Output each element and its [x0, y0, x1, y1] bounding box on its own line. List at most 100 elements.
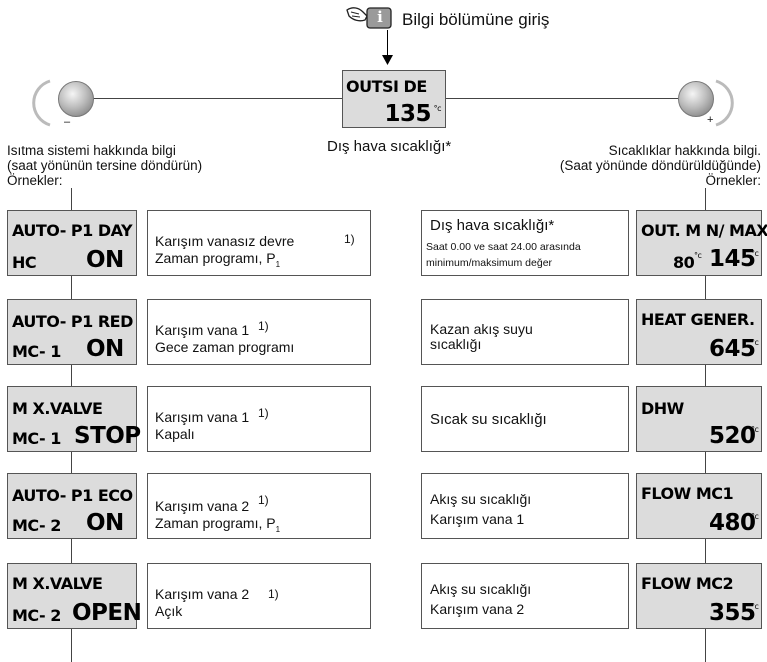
- display-value: 480: [709, 510, 756, 536]
- display-state: OPEN: [72, 600, 142, 626]
- left-knob-rotation-arc-icon: [30, 75, 86, 136]
- right-rotary-knob-icon[interactable]: [678, 81, 714, 117]
- display-min-unit: °c: [694, 251, 702, 260]
- right-desc-line: Sıcaklıklar hakkında bilgi.: [608, 143, 761, 158]
- temp-display-dhw: DHW 520 °c: [636, 386, 762, 452]
- right-desc-line: (Saat yönünde döndürüldüğünde): [559, 158, 761, 173]
- right-knob-rotation-arc-icon: [680, 75, 736, 136]
- display-circuit: HC: [12, 253, 37, 272]
- arrow-shaft: [387, 30, 388, 56]
- desc-line2: sıcaklığı: [430, 336, 482, 352]
- desc-line1: Sıcak su sıcaklığı: [430, 411, 547, 428]
- display-title: FLOW MC1: [641, 484, 734, 503]
- display-circuit: MC- 2: [12, 606, 61, 625]
- left-knob-sign: –: [64, 116, 71, 128]
- left-desc-line: Isıtma sistemi hakkında bilgi: [7, 143, 176, 158]
- desc-line2: Gece zaman programı: [155, 339, 295, 355]
- temp-description-flow-mc2: Akış su sıcaklığı Karışım vana 2: [421, 563, 629, 629]
- display-value: 355: [709, 600, 756, 626]
- desc-line2: Karışım vana 1: [430, 511, 525, 527]
- desc-line1: Dış hava sıcaklığı*: [430, 217, 555, 234]
- desc-line2: Saat 0.00 ve saat 24.00 arasında: [426, 241, 581, 253]
- display-line1: AUTO- P1 DAY: [12, 221, 133, 240]
- display-min-value: 80: [673, 253, 695, 272]
- display-state: ON: [86, 247, 124, 273]
- desc-line1: Karışım vana 1: [155, 409, 250, 425]
- mode-description-mc2-program: 1) Karışım vana 2 Zaman programı, P1: [147, 473, 371, 539]
- temp-display-heat-generator: HEAT GENER. 645 °c: [636, 299, 762, 365]
- display-unit: °c: [751, 249, 759, 258]
- mode-description-mc1-closed: 1) Karışım vana 1 Kapalı: [147, 386, 371, 452]
- info-entry-label: Bilgi bölümüne giriş: [402, 10, 550, 29]
- display-unit: °c: [751, 602, 759, 611]
- display-line1: M X.VALVE: [12, 399, 103, 418]
- right-knob-sign: +: [707, 114, 714, 126]
- display-title: FLOW MC2: [641, 574, 734, 593]
- display-value: 145: [709, 246, 756, 272]
- temp-display-flow-mc2: FLOW MC2 355 °c: [636, 563, 762, 629]
- footnote-ref: 1): [258, 406, 269, 420]
- display-circuit: MC- 1: [12, 429, 61, 448]
- footnote-ref: 1): [344, 232, 355, 246]
- display-line1: M X.VALVE: [12, 574, 103, 593]
- display-state: ON: [86, 336, 124, 362]
- temp-description-flow-mc1: Akış su sıcaklığı Karışım vana 1: [421, 473, 629, 539]
- info-key-hand-icon: [345, 2, 395, 36]
- desc-line2: Zaman programı, P1: [155, 250, 281, 269]
- display-state: STOP: [74, 423, 141, 449]
- desc-line3: minimum/maksimum değer: [426, 257, 553, 269]
- temp-display-outside-minmax: OUT. M N/ MAX 80 °c 145 °c: [636, 210, 767, 276]
- desc-line2: Karışım vana 2: [430, 601, 525, 617]
- mode-display-mc2-eco: AUTO- P1 ECO MC- 2 ON: [7, 473, 137, 539]
- mode-display-mc1-stop: M X.VALVE MC- 1 STOP: [7, 386, 141, 452]
- temp-description-outside-minmax: Dış hava sıcaklığı* Saat 0.00 ve saat 24…: [421, 210, 629, 276]
- left-desc-line: (saat yönünün tersine döndürün): [7, 158, 203, 173]
- display-value: 645: [709, 336, 756, 362]
- desc-line1: Kazan akış suyu: [430, 321, 533, 337]
- display-unit: °c: [433, 104, 442, 113]
- temp-description-hot-water: Sıcak su sıcaklığı: [421, 386, 629, 452]
- connector-right: [446, 98, 678, 99]
- display-title: HEAT GENER.: [641, 310, 755, 329]
- display-value: 520: [709, 423, 756, 449]
- mode-display-hc: AUTO- P1 DAY HC ON: [7, 210, 137, 276]
- display-title: OUT. M N/ MAX: [641, 221, 767, 240]
- display-line1: AUTO- P1 ECO: [12, 486, 133, 505]
- mode-description-hc: 1) Karışım vanasız devre Zaman programı,…: [147, 210, 371, 276]
- desc-line2: Zaman programı, P1: [155, 515, 281, 534]
- display-unit: °c: [751, 512, 759, 521]
- desc-line1: Karışım vana 2: [155, 586, 250, 602]
- desc-line1: Karışım vana 2: [155, 498, 250, 514]
- mode-description-mc2-open: 1) Karışım vana 2 Açık: [147, 563, 371, 629]
- footnote-ref: 1): [268, 587, 279, 601]
- display-circuit: MC- 1: [12, 342, 61, 361]
- display-line1: AUTO- P1 RED: [12, 312, 133, 331]
- left-rotary-knob-icon[interactable]: [58, 81, 94, 117]
- mode-display-mc2-open: M X.VALVE MC- 2 OPEN: [7, 563, 142, 629]
- temp-description-boiler-flow: Kazan akış suyu sıcaklığı: [421, 299, 629, 365]
- outside-temp-caption: Dış hava sıcaklığı*: [327, 138, 452, 155]
- display-circuit: MC- 2: [12, 516, 61, 535]
- desc-line1: Karışım vanasız devre: [155, 233, 295, 249]
- mode-description-mc1-night: 1) Karışım vana 1 Gece zaman programı: [147, 299, 371, 365]
- footnote-ref: 1): [258, 319, 269, 333]
- display-state: ON: [86, 510, 124, 536]
- mode-display-mc1-red: AUTO- P1 RED MC- 1 ON: [7, 299, 137, 365]
- desc-line1: Karışım vana 1: [155, 322, 250, 338]
- footnote-ref: 1): [258, 493, 269, 507]
- desc-line2: Açık: [155, 603, 183, 619]
- display-value: 135: [384, 101, 431, 127]
- display-unit: °c: [751, 338, 759, 347]
- display-title: OUTSI DE: [346, 77, 427, 96]
- left-desc-line: Örnekler:: [7, 173, 63, 188]
- outside-temp-display: OUTSI DE 135 °c: [342, 70, 446, 128]
- display-title: DHW: [641, 399, 684, 418]
- desc-line2: Kapalı: [155, 426, 195, 442]
- arrow-down-icon: [382, 52, 393, 70]
- info-key[interactable]: i: [377, 8, 383, 26]
- desc-line1: Akış su sıcaklığı: [430, 491, 532, 507]
- display-unit: °c: [751, 425, 759, 434]
- temp-display-flow-mc1: FLOW MC1 480 °c: [636, 473, 762, 539]
- right-desc-line: Örnekler:: [705, 173, 761, 188]
- connector-left: [92, 98, 342, 99]
